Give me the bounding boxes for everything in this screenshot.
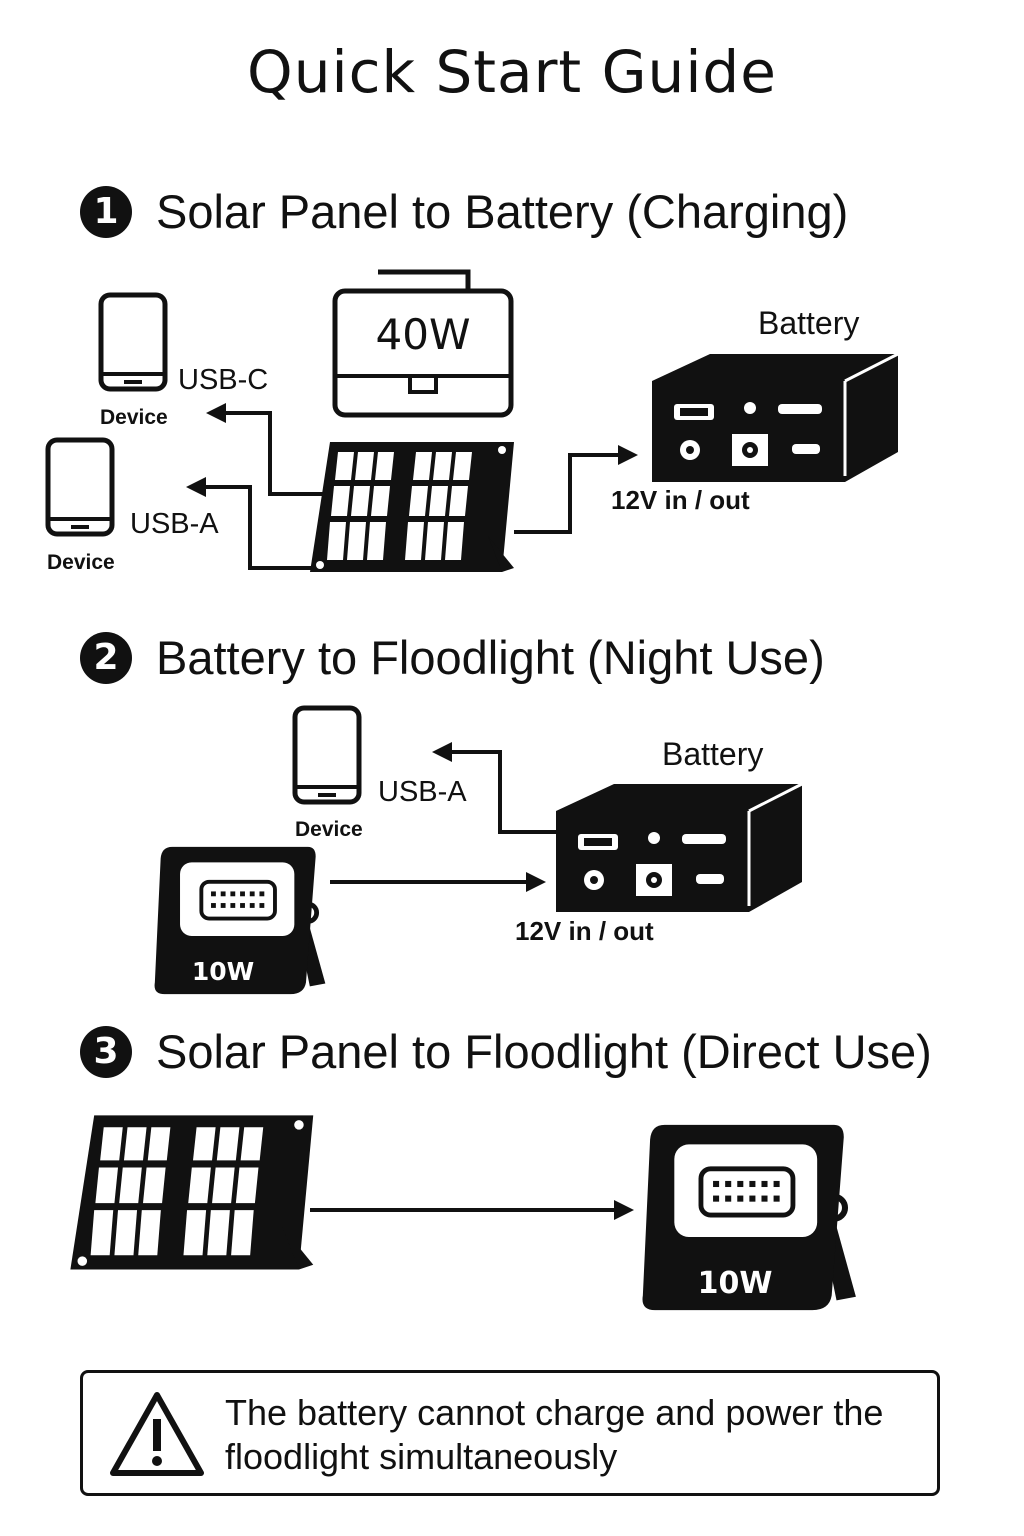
battery-label: Battery [662, 736, 764, 772]
device-label: Device [295, 818, 363, 841]
section-1-heading: 1 Solar Panel to Battery (Charging) [80, 184, 848, 239]
phone-device-icon [45, 437, 115, 537]
section-2-heading: 2 Battery to Floodlight (Night Use) [80, 630, 825, 685]
warning-triangle-icon [109, 1391, 205, 1477]
battery-label: Battery [758, 305, 860, 341]
battery-icon [554, 776, 804, 916]
warning-message: The battery cannot charge and power the … [225, 1392, 884, 1477]
usb-c-port-label: USB-C [178, 364, 269, 396]
battery-icon [650, 346, 900, 486]
usb-a-port-label: USB-A [130, 508, 219, 540]
port-label-12v: 12V in / out [515, 916, 654, 946]
section-title: Solar Panel to Battery (Charging) [156, 185, 849, 238]
port-label-12v: 12V in / out [611, 485, 750, 515]
phone-device-icon [98, 292, 168, 392]
folded-solar-panel-bag-icon [332, 288, 514, 418]
section-3-heading: 3 Solar Panel to Floodlight (Direct Use) [80, 1024, 932, 1079]
phone-device-icon [292, 705, 362, 805]
step-number-badge: 1 [80, 185, 132, 238]
page-title: Quick Start Guide [247, 38, 777, 106]
step-number-badge: 3 [80, 1025, 132, 1078]
solar-panel-icon [68, 1113, 318, 1273]
step-number-badge: 2 [80, 631, 132, 684]
warning-box: The battery cannot charge and power the … [80, 1370, 940, 1496]
solar-panel-icon [308, 440, 518, 575]
section-title: Solar Panel to Floodlight (Direct Use) [156, 1025, 932, 1078]
device-label: Device [100, 406, 168, 429]
floodlight-wattage-label: 10W [697, 1266, 773, 1301]
usb-a-port-label: USB-A [378, 776, 467, 808]
floodlight-wattage-label: 10W [191, 957, 255, 986]
panel-wattage-label: 40W [375, 310, 471, 359]
section-title: Battery to Floodlight (Night Use) [156, 631, 825, 684]
device-label: Device [47, 551, 115, 574]
